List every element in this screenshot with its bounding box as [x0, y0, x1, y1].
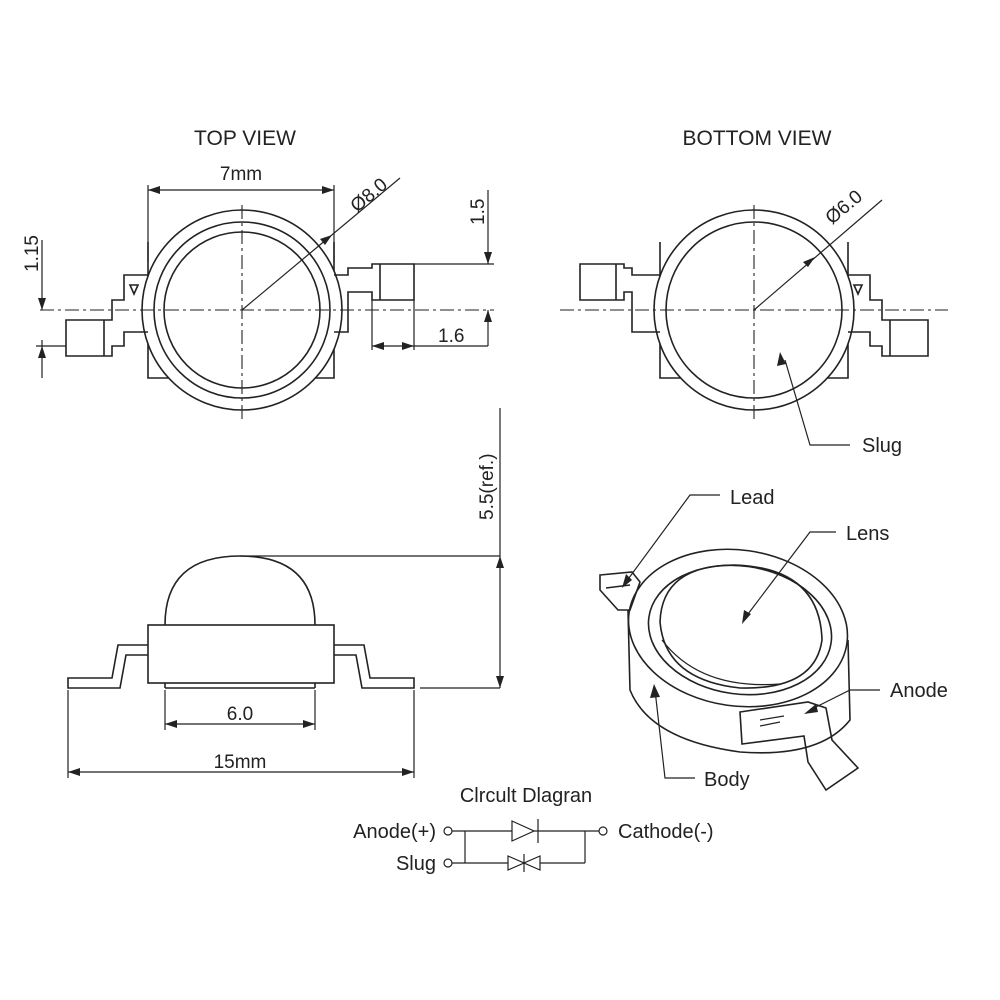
side-lens-dome — [164, 555, 316, 626]
top-width-dim: 7mm — [220, 164, 262, 185]
circuit-slug-label: Slug — [396, 853, 436, 875]
iso-body-label: Body — [704, 769, 750, 791]
led-diode-icon — [511, 820, 536, 842]
bottom-slug-label: Slug — [862, 435, 902, 457]
side-height-dim: 5.5(ref.) — [477, 453, 498, 520]
iso-view: Lead Lens Anode Body — [599, 487, 948, 792]
side-length-dim: 15mm — [214, 752, 267, 773]
circuit-title: Clrcult Dlagran — [460, 785, 592, 807]
iso-lens-label: Lens — [846, 523, 889, 545]
bottom-dia-dim: Ø6.0 — [822, 186, 867, 229]
bottom-polarity-mark-icon — [852, 284, 864, 296]
iso-left-lead — [599, 571, 641, 611]
iso-lead-label: Lead — [730, 487, 775, 509]
bottom-view-title: BOTTOM VIEW — [683, 127, 832, 150]
top-right-dim-bottom: 1.6 — [438, 326, 464, 347]
top-view-title: TOP VIEW — [194, 127, 296, 150]
polarity-mark-icon — [128, 284, 140, 296]
zener-diode-icon — [507, 855, 526, 871]
iso-anode-label: Anode — [890, 680, 948, 702]
side-view: 5.5(ref.) 6.0 15mm — [67, 408, 504, 778]
circuit-anode-label: Anode(+) — [353, 821, 436, 843]
circuit-cathode-label: Cathode(-) — [618, 821, 714, 843]
top-right-dim-top: 1.5 — [468, 199, 489, 225]
iso-anode-tab — [739, 701, 860, 792]
side-base-dim: 6.0 — [227, 704, 253, 725]
top-view: TOP VIEW 7mm Ø8.0 1.15 — [22, 127, 494, 420]
side-body — [147, 624, 335, 684]
circuit-diagram: Clrcult Dlagran Anode(+) Slug Cathode(-) — [353, 785, 713, 875]
iso-lens — [659, 564, 823, 689]
top-left-dim: 1.15 — [22, 235, 43, 272]
bottom-view: BOTTOM VIEW Ø6.0 Slug — [560, 127, 948, 457]
top-dia-dim: Ø8.0 — [347, 174, 392, 217]
